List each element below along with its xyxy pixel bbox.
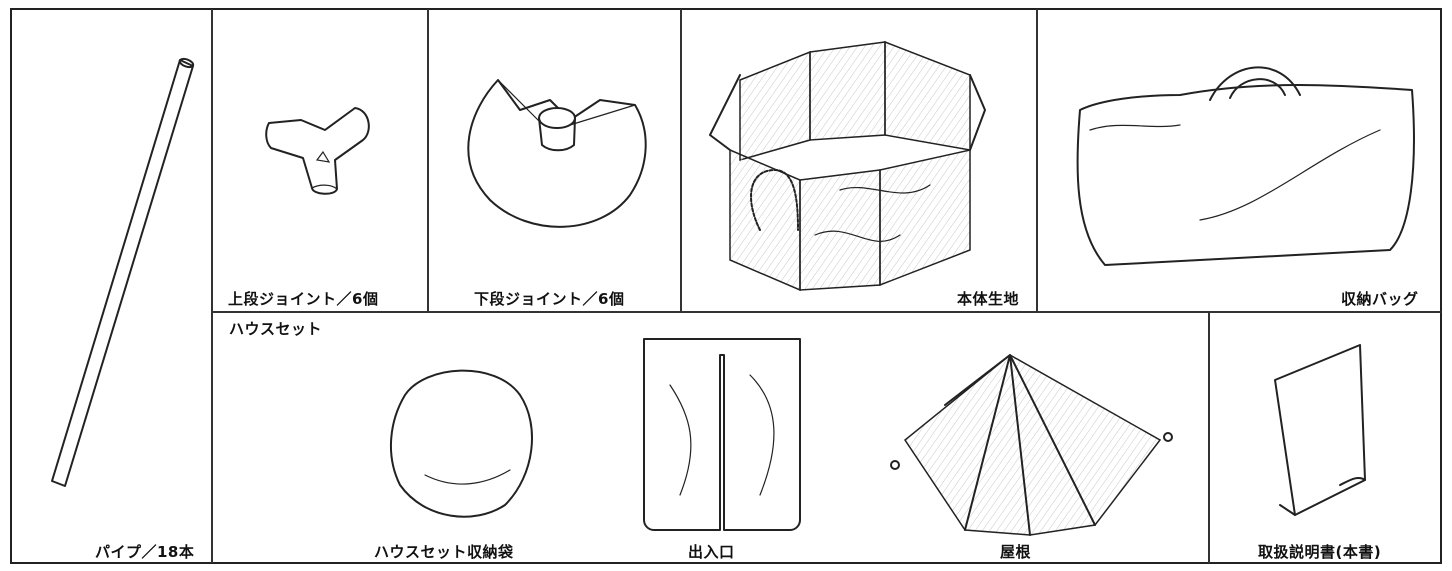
house-set-bag-label: ハウスセット収納袋 bbox=[374, 543, 514, 561]
divider bbox=[1208, 312, 1210, 563]
body-fabric-label: 本体生地 bbox=[957, 290, 1020, 308]
storage-bag-label: 収納バッグ bbox=[1341, 290, 1419, 308]
upper-joint-label: 上段ジョイント／6個 bbox=[228, 290, 379, 308]
divider bbox=[1036, 9, 1038, 312]
entrance-label: 出入口 bbox=[688, 543, 735, 561]
lower-joint-illustration bbox=[467, 79, 647, 228]
roof-illustration bbox=[890, 354, 1173, 536]
pipe-label: パイプ／18本 bbox=[95, 543, 195, 561]
manual-illustration bbox=[1274, 344, 1366, 516]
manual-label: 取扱説明書(本書) bbox=[1258, 543, 1382, 561]
roof-label: 屋根 bbox=[1000, 543, 1032, 561]
parts-list-frame bbox=[10, 8, 1442, 564]
house-set-bag-illustration bbox=[389, 369, 533, 518]
divider bbox=[680, 9, 682, 312]
divider bbox=[211, 9, 213, 563]
divider bbox=[427, 9, 429, 312]
entrance-illustration bbox=[643, 338, 801, 531]
lower-joint-label: 下段ジョイント／6個 bbox=[474, 290, 625, 308]
body-fabric-illustration bbox=[709, 40, 986, 292]
storage-bag-illustration bbox=[1076, 66, 1415, 266]
house-set-title: ハウスセット bbox=[229, 320, 323, 338]
pipe-illustration bbox=[51, 57, 195, 487]
divider bbox=[211, 311, 1441, 313]
upper-joint-illustration bbox=[265, 107, 370, 195]
